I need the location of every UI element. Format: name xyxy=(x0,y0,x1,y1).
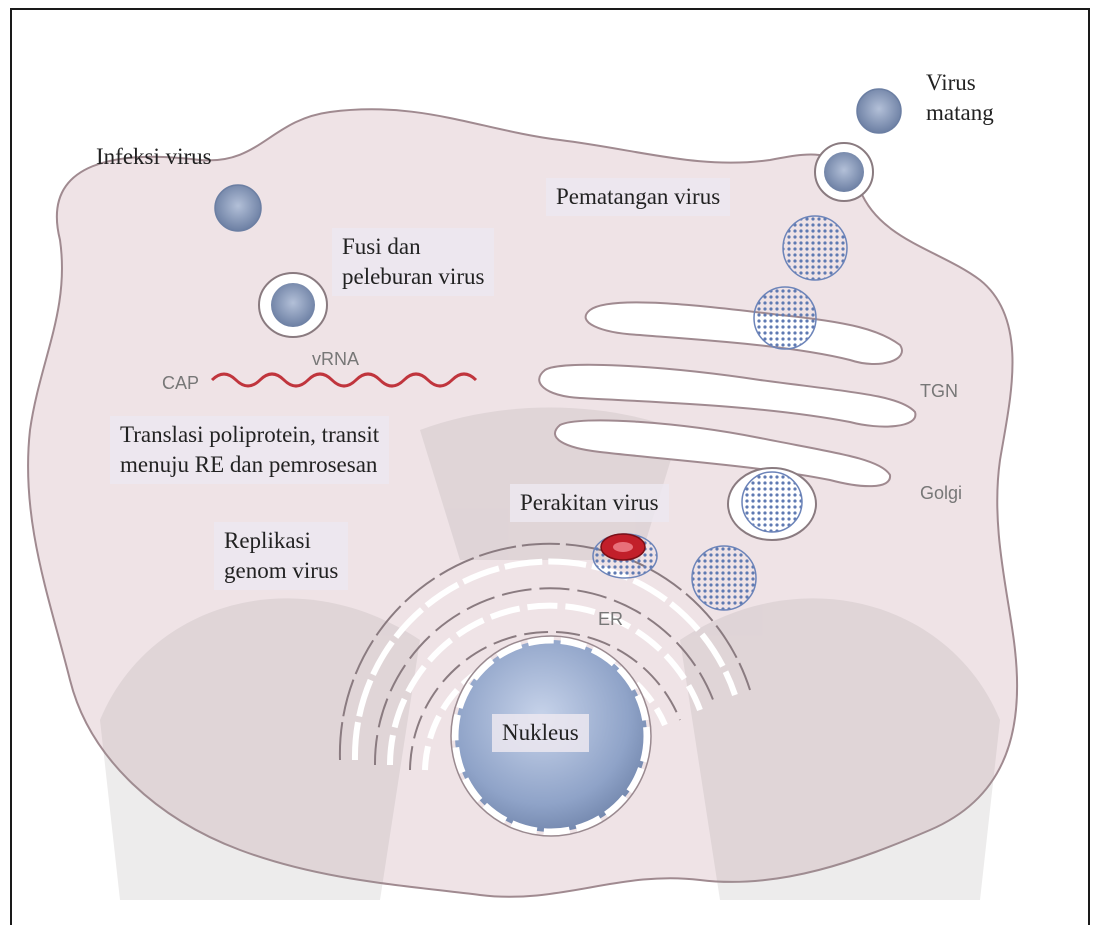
label-nukleus: Nukleus xyxy=(492,714,589,752)
label-cap: CAP xyxy=(162,368,199,398)
virus-particle-infecting xyxy=(215,185,261,231)
label-infeksi-virus: Infeksi virus xyxy=(96,142,212,172)
label-pematangan-virus: Pematangan virus xyxy=(546,178,730,216)
label-golgi: Golgi xyxy=(920,478,962,508)
label-perakitan-virus: Perakitan virus xyxy=(510,484,669,522)
label-er: ER xyxy=(598,604,623,634)
label-translasi: Translasi poliprotein, transit menuju RE… xyxy=(110,416,389,484)
label-tgn: TGN xyxy=(920,376,958,406)
label-fusi-peleburan: Fusi dan peleburan virus xyxy=(332,228,494,296)
label-vrna: vRNA xyxy=(312,344,359,374)
assembly-site xyxy=(593,534,657,578)
label-virus-matang: Virus matang xyxy=(926,68,994,128)
label-replikasi: Replikasi genom virus xyxy=(214,522,348,590)
virus-particle-mature xyxy=(857,89,901,133)
virus-fusing xyxy=(271,283,315,327)
virus-budding xyxy=(824,152,864,192)
